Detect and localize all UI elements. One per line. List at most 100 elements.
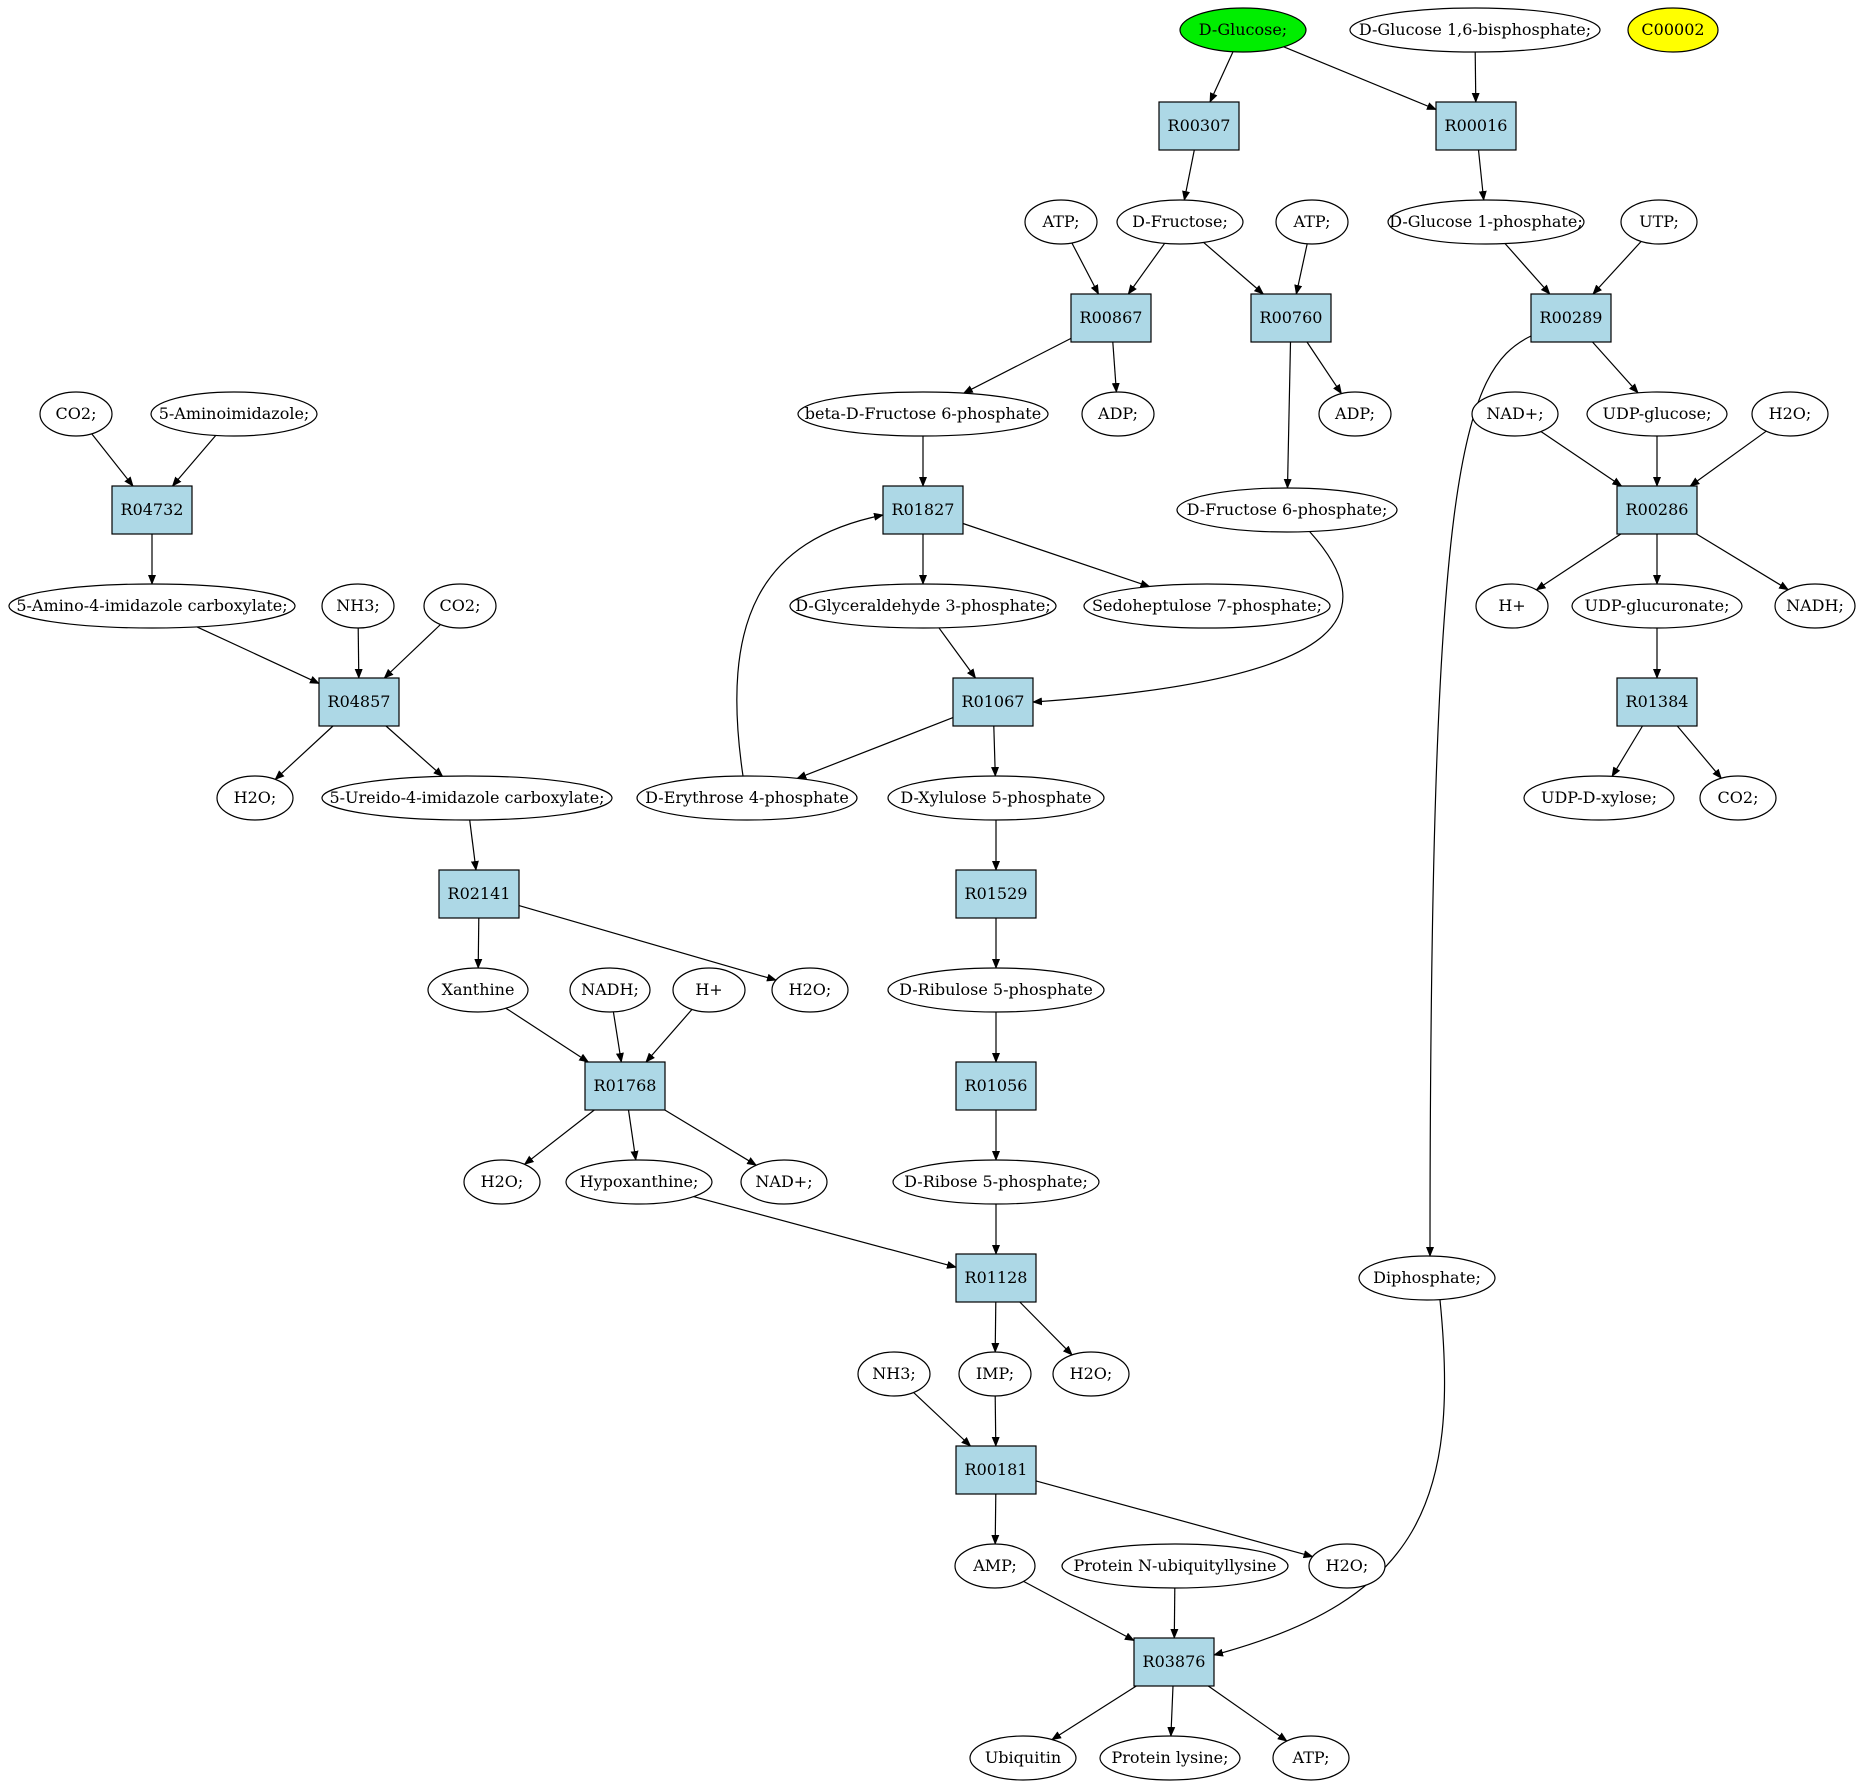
compound-node-d-xylulose-5-phosphate[interactable]: D-Xylulose 5-phosphate [887,775,1105,821]
reaction-node-r00760[interactable]: R00760 [1250,293,1332,343]
reaction-node-r04857[interactable]: R04857 [318,677,400,727]
edge-r_R00760-to-c_fru6p [1283,341,1292,489]
reaction-node-r00867[interactable]: R00867 [1070,293,1152,343]
compound-node-nad[interactable]: NAD+; [1471,391,1559,437]
compound-ellipse [150,391,318,437]
compound-node-protein-n-ubiquityllysine[interactable]: Protein N-ubiquityllysine [1061,1543,1289,1589]
reaction-node-r01827[interactable]: R01827 [882,485,964,535]
edge-r_R01827-to-c_s7p [962,522,1151,588]
compound-node-hypoxanthine[interactable]: Hypoxanthine; [565,1159,713,1205]
compound-node-d-glyceraldehyde-3-phosphate[interactable]: D-Glyceraldehyde 3-phosphate; [789,583,1057,629]
compound-ellipse [1176,487,1398,533]
edge-c_5aimid-to-r_R04732 [171,435,217,487]
compound-node-h2o[interactable]: H2O; [463,1159,541,1205]
reaction-node-r01529[interactable]: R01529 [955,869,1037,919]
compound-node-nh3[interactable]: NH3; [321,583,395,629]
compound-node-diphosphate[interactable]: Diphosphate; [1358,1255,1496,1301]
node-label: 5-Ureido-4-imidazole carboxylate; [329,788,604,807]
compound-node-imp[interactable]: IMP; [958,1351,1032,1397]
reaction-node-r00286[interactable]: R00286 [1616,485,1698,535]
reaction-node-r00307[interactable]: R00307 [1158,101,1240,151]
compound-node-h[interactable]: H+ [1475,583,1549,629]
reaction-box [318,677,400,727]
edge-c_e4p-to-r_R01827 [736,512,884,777]
edge-c_protubl-to-r_R03876 [1170,1587,1179,1639]
edge-c_dfructose-to-r_R00760 [1203,241,1265,295]
compound-node-adp[interactable]: ADP; [1081,391,1155,437]
compound-node-atp[interactable]: ATP; [1024,199,1098,245]
compound-node-udp-glucose[interactable]: UDP-glucose; [1586,391,1728,437]
node-label: D-Glucose; [1199,20,1287,39]
compound-node-h2o[interactable]: H2O; [216,775,294,821]
edge-c_atp1-to-r_R00867 [1071,242,1100,295]
node-label: NADH; [581,980,639,999]
compound-node-nadh[interactable]: NADH; [1774,583,1856,629]
compound-node-d-erythrose-4-phosphate[interactable]: D-Erythrose 4-phosphate [636,775,858,821]
compound-node-nad[interactable]: NAD+; [740,1159,828,1205]
node-label: H2O; [234,788,277,807]
node-label: ADP; [1097,404,1138,423]
compound-node-h2o[interactable]: H2O; [1308,1543,1386,1589]
reaction-node-r01056[interactable]: R01056 [955,1061,1037,1111]
reaction-box [111,485,193,535]
reaction-node-r01768[interactable]: R01768 [584,1061,666,1111]
compound-node-nadh[interactable]: NADH; [569,967,651,1013]
reaction-node-r01384[interactable]: R01384 [1616,677,1698,727]
compound-node-co2[interactable]: CO2; [423,583,497,629]
compound-node-protein-lysine[interactable]: Protein lysine; [1099,1735,1241,1781]
reaction-node-r00016[interactable]: R00016 [1435,101,1517,151]
reaction-node-r02141[interactable]: R02141 [438,869,520,919]
compound-node-udp-d-xylose[interactable]: UDP-D-xylose; [1523,775,1675,821]
node-label: H2O; [1070,1364,1113,1383]
compound-node-udp-glucuronate[interactable]: UDP-glucuronate; [1571,583,1743,629]
compound-node-d-glucose-1-phosphate[interactable]: D-Glucose 1-phosphate; [1387,199,1585,245]
compound-node-h2o[interactable]: H2O; [1751,391,1829,437]
compound-node-atp[interactable]: ATP; [1272,1735,1350,1781]
reaction-box [1250,293,1332,343]
edge-c_nh3_b-to-r_R00181 [913,1392,972,1447]
compound-node-beta-d-fructose-6-phosphate[interactable]: beta-D-Fructose 6-phosphate [797,391,1049,437]
node-label: D-Xylulose 5-phosphate [900,788,1091,807]
compound-node-d-ribulose-5-phosphate[interactable]: D-Ribulose 5-phosphate [887,967,1105,1013]
compound-ellipse [1387,199,1585,245]
reaction-box [882,485,964,535]
compound-node-5-aminoimidazole[interactable]: 5-Aminoimidazole; [150,391,318,437]
node-label: H+ [1498,596,1525,615]
compound-node-d-fructose-6-phosphate[interactable]: D-Fructose 6-phosphate; [1176,487,1398,533]
reaction-node-r00181[interactable]: R00181 [955,1445,1037,1495]
reaction-node-r03876[interactable]: R03876 [1133,1637,1215,1687]
compound-node-d-ribose-5-phosphate[interactable]: D-Ribose 5-phosphate; [892,1159,1100,1205]
compound-ellipse [887,967,1105,1013]
node-label: NH3; [872,1364,916,1383]
compound-node-d-glucose-1-6-bisphosphate[interactable]: D-Glucose 1,6-bisphosphate; [1349,7,1601,53]
reaction-node-r04732[interactable]: R04732 [111,485,193,535]
reaction-node-r01067[interactable]: R01067 [952,677,1034,727]
compound-node-co2[interactable]: CO2; [39,391,113,437]
compound-node-d-glucose[interactable]: D-Glucose; [1179,7,1307,53]
compound-node-h2o[interactable]: H2O; [1052,1351,1130,1397]
edge-r_R00286-to-c_hplus_a [1535,533,1622,591]
compound-node-d-fructose[interactable]: D-Fructose; [1116,199,1244,245]
node-label: R00760 [1260,308,1323,327]
compound-node-adp[interactable]: ADP; [1318,391,1392,437]
edge-c_nadh_b-to-r_R01768 [612,1011,624,1063]
compound-ellipse [1272,1735,1350,1781]
compound-node-h[interactable]: H+ [672,967,746,1013]
compound-node-sedoheptulose-7-phosphate[interactable]: Sedoheptulose 7-phosphate; [1083,583,1331,629]
compound-node-h2o[interactable]: H2O; [771,967,849,1013]
compound-node-xanthine[interactable]: Xanthine [427,967,529,1013]
compound-node-ubiquitin[interactable]: Ubiquitin [969,1735,1077,1781]
compound-node-nh3[interactable]: NH3; [857,1351,931,1397]
compound-ellipse [1275,199,1349,245]
compound-node-utp[interactable]: UTP; [1620,199,1698,245]
node-label: D-Fructose 6-phosphate; [1187,500,1388,519]
edge-r_R04857-to-c_5u4ic [385,725,444,777]
compound-node-amp[interactable]: AMP; [954,1543,1036,1589]
compound-node-atp[interactable]: ATP; [1275,199,1349,245]
reaction-node-r01128[interactable]: R01128 [955,1253,1037,1303]
compound-node-c00002[interactable]: C00002 [1627,7,1719,53]
compound-node-5-amino-4-imidazole-carboxylate[interactable]: 5-Amino-4-imidazole carboxylate; [8,583,296,629]
compound-node-5-ureido-4-imidazole-carboxylate[interactable]: 5-Ureido-4-imidazole carboxylate; [321,775,613,821]
reaction-node-r00289[interactable]: R00289 [1530,293,1612,343]
compound-node-co2[interactable]: CO2; [1699,775,1777,821]
